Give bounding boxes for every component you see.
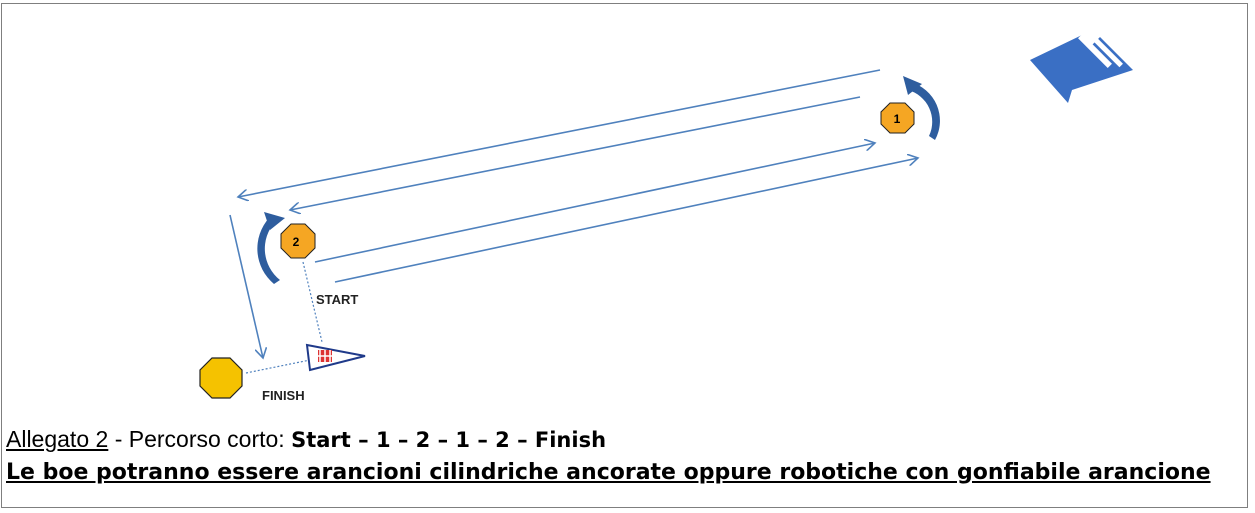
leg-line-downwind-outer [334,158,918,283]
buoy-note: Le boe potranno essere arancioni cilindr… [6,460,1211,485]
leg-line-downwind-inner [314,143,875,263]
leg-line-upwind-inner [290,96,861,210]
buoy-2-label: 2 [293,235,300,249]
finish-line [245,359,311,374]
wind-arrow-icon [1030,34,1133,103]
course-sequence: Start – 1 – 2 – 1 – 2 – Finish [291,428,607,452]
course-diagram: 1 2 START FINISH [199,34,1133,403]
rounding-arrow-buoy-2-icon [257,218,280,284]
finish-buoy-icon [199,357,243,399]
start-line [302,261,323,343]
buoy-1-label: 1 [894,112,901,126]
leg-line-to-finish [229,214,263,358]
figure-frame [1,3,1248,508]
attachment-label: Allegato 2 [6,426,109,452]
committee-flag-icon [305,343,366,372]
rounding-arrowhead-buoy-2-icon [264,212,285,230]
figure-caption: Allegato 2 - Percorso corto: Start – 1 –… [6,425,606,454]
caption-separator: - Percorso corto: [108,426,292,452]
start-label: START [316,292,358,307]
leg-line-upwind-outer [238,69,881,197]
rounding-arrowhead-buoy-1-icon [903,76,922,95]
finish-label: FINISH [262,388,305,403]
buoy-1-icon [880,102,915,134]
buoy-2-icon [280,223,316,259]
